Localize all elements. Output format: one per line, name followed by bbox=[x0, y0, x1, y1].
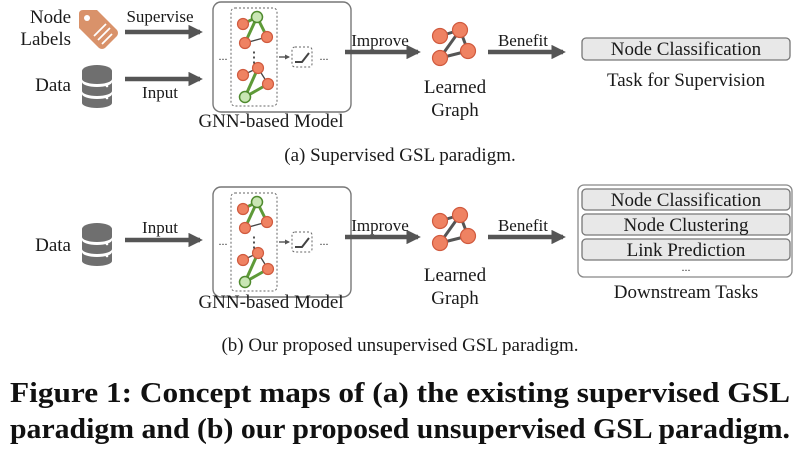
task-item-node-classification: Node Classification bbox=[611, 190, 762, 211]
panel-b: Data Input ... ⋮ ... GNN-based Model Imp… bbox=[35, 184, 793, 356]
learned-graph-label-line1: Learned bbox=[424, 265, 487, 286]
task-item-link-prediction: Link Prediction bbox=[627, 240, 746, 261]
tag-icon bbox=[79, 10, 118, 49]
task-item-node-clustering: Node Clustering bbox=[623, 215, 749, 236]
gnn-model-box: ... ⋮ ... bbox=[213, 2, 351, 112]
model-ellipsis-left: ... bbox=[219, 234, 228, 248]
benefit-arrow-label: Benefit bbox=[498, 216, 548, 235]
supervise-arrow-label: Supervise bbox=[126, 7, 193, 26]
task-item-box bbox=[581, 238, 791, 261]
task-item-box bbox=[581, 213, 791, 236]
task-item-more: ... bbox=[682, 260, 691, 274]
figure-caption-line1: Figure 1: Concept maps of (a) the existi… bbox=[10, 377, 790, 409]
panel-a: Node Labels Supervise Data Input ... ⋮ .… bbox=[20, 2, 791, 166]
benefit-arrow-label: Benefit bbox=[498, 31, 548, 50]
gnn-model-label: GNN-based Model bbox=[198, 292, 343, 313]
learned-graph-icon bbox=[431, 206, 477, 252]
model-vdots: ⋮ bbox=[247, 235, 262, 251]
model-ellipsis-left: ... bbox=[219, 49, 228, 63]
task-caption: Task for Supervision bbox=[607, 70, 766, 91]
model-ellipsis-right: ... bbox=[320, 49, 329, 63]
figure-caption-line2: paradigm and (b) our proposed unsupervis… bbox=[10, 413, 790, 445]
learned-graph-label-line2: Graph bbox=[431, 100, 479, 121]
gnn-model-label: GNN-based Model bbox=[198, 111, 343, 132]
data-label: Data bbox=[35, 235, 71, 256]
improve-arrow-label: Improve bbox=[351, 31, 409, 50]
downstream-task-list: Node Classification Node Clustering Link… bbox=[581, 188, 791, 274]
database-icon bbox=[82, 223, 112, 266]
node-labels-text-line1: Node bbox=[30, 7, 71, 28]
model-vdots: ⋮ bbox=[247, 50, 262, 66]
data-label: Data bbox=[35, 75, 71, 96]
node-labels-text-line2: Labels bbox=[20, 29, 71, 50]
downstream-tasks-caption: Downstream Tasks bbox=[614, 282, 759, 303]
learned-graph-icon bbox=[431, 21, 477, 67]
subcaption-a: (a) Supervised GSL paradigm. bbox=[284, 145, 515, 166]
learned-graph-label-line2: Graph bbox=[431, 288, 479, 309]
task-node-classification: Node Classification bbox=[611, 39, 762, 60]
improve-arrow-label: Improve bbox=[351, 216, 409, 235]
subcaption-b: (b) Our proposed unsupervised GSL paradi… bbox=[221, 335, 578, 356]
task-box-node-classification bbox=[581, 37, 791, 61]
learned-graph-label-line1: Learned bbox=[424, 77, 487, 98]
input-arrow-label: Input bbox=[142, 83, 178, 102]
input-arrow-label: Input bbox=[142, 218, 178, 237]
task-item-box bbox=[581, 188, 791, 211]
database-icon bbox=[82, 65, 112, 108]
gnn-model-box: ... ⋮ ... bbox=[213, 187, 351, 297]
model-ellipsis-right: ... bbox=[320, 234, 329, 248]
